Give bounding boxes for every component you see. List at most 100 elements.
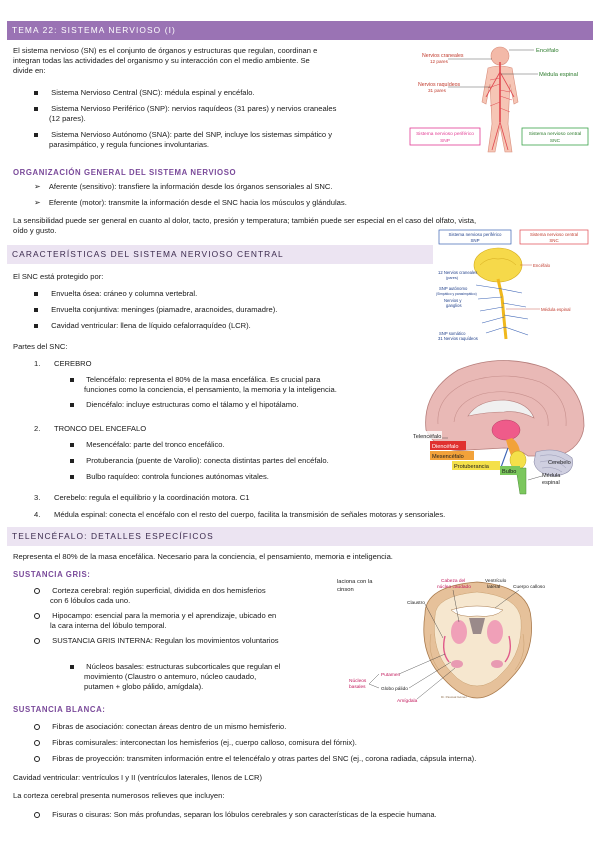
snp-box — [409, 127, 481, 146]
coronal-section-figure: laciona con la cinson Cabeza del núcleo … — [335, 574, 591, 706]
bullet-square-icon — [70, 443, 74, 447]
cerebelo-item: 3.Cerebelo: regula el equilibrio y la co… — [34, 493, 250, 502]
telencefalo-intro: Representa el 80% de la masa encefálica.… — [13, 552, 393, 561]
list-item: Mesencéfalo: parte del tronco encefálico… — [70, 440, 329, 450]
label-craneales-pares: (pares) — [446, 276, 459, 280]
label-bg-protuberancia — [452, 461, 500, 470]
label-amigdala: Amígdala — [397, 698, 418, 704]
list-item: ➢ Aferente (sensitivo): transfiere la in… — [34, 182, 333, 191]
list-item: Protuberancia (puente de Varolio): conec… — [70, 456, 329, 466]
tronco-item: 2.TRONCO DEL ENCEFALO — [34, 424, 147, 433]
section-bar-telencefalo: TELENCÉFALO: DETALLES ESPECÍFICOS — [7, 527, 593, 546]
list-item: Fibras de asociación: conectan áreas den… — [34, 722, 476, 732]
bullet-circle-icon — [34, 740, 40, 747]
label-protuberancia: Protuberancia — [454, 464, 490, 470]
label-nervios-y: Nervios y — [444, 298, 462, 303]
label-nervios-craneales: Nervios craneales — [422, 53, 464, 59]
label-bg-mesencefalo — [430, 451, 474, 460]
label-cerebelo: Cerebelo — [548, 460, 571, 466]
list-item: Sistema Nervioso Autónomo (SNA): parte d… — [34, 130, 336, 150]
label-bg-bulbo — [500, 466, 520, 475]
bullet-square-icon — [34, 308, 38, 313]
bullet-circle-icon — [34, 588, 40, 594]
bullet-square-icon — [70, 665, 74, 669]
intro-line: integran todas las actividades del organ… — [13, 56, 310, 66]
list-item: Diencéfalo: incluye estructuras como el … — [70, 400, 337, 410]
list-item: Corteza cerebral: región superficial, di… — [34, 586, 279, 606]
list-item: SUSTANCIA GRIS INTERNA: Regulan los movi… — [34, 636, 279, 646]
bullet-square-icon — [34, 91, 38, 95]
label-claustro: Claustro — [407, 600, 425, 606]
coronal-brain-illustration — [423, 581, 532, 699]
label-bulbo: Bulbo — [502, 469, 516, 475]
label-medula-espinal: Médula espinal — [541, 307, 571, 312]
sustancia-blanca-title: SUSTANCIA BLANCA: — [13, 705, 106, 714]
label-putamen: Putamen — [381, 672, 401, 678]
bullet-square-icon — [34, 324, 38, 329]
bullet-square-icon — [34, 292, 38, 296]
label-espinal: espinal — [542, 480, 560, 486]
label-snp: Sistema nervioso periférico — [449, 232, 503, 237]
label-encefalo: Encéfalo — [533, 263, 551, 268]
label-partial-line-2: cinson — [337, 587, 354, 593]
label-craneales-pares: 12 pares — [430, 59, 449, 64]
intro-line: divide en: — [13, 66, 46, 76]
list-item: Envuelta ósea: cráneo y columna vertebra… — [34, 289, 277, 299]
label-mesencefalo: Mesencéfalo — [432, 454, 464, 460]
label-nucleos: Núcleos — [349, 678, 367, 684]
organizacion-list: ➢ Aferente (sensitivo): transfiere la in… — [34, 182, 347, 208]
intro-line: El sistema nervioso (SN) es el conjunto … — [13, 46, 318, 55]
list-item: Fibras comisurales: interconectan los he… — [34, 738, 476, 748]
arrow-right-icon: ➢ — [34, 197, 41, 207]
divisions-list: Sistema Nervioso Central (SNC): médula e… — [34, 88, 336, 150]
protecciones-list: Envuelta ósea: cráneo y columna vertebra… — [34, 289, 277, 331]
label-snc-abbr: SNC — [550, 138, 561, 144]
label-snc-abbr: SNC — [549, 238, 558, 243]
nervous-system-body-figure: Encéfalo Nervios craneales 12 pares Médu… — [408, 42, 594, 160]
relieves-intro: La corteza cerebral presenta numerosos r… — [13, 791, 225, 800]
section-title: TELENCÉFALO: DETALLES ESPECÍFICOS — [12, 531, 214, 541]
cerebro-item: 1.CEREBRO — [34, 359, 92, 368]
brain-illustration — [425, 360, 585, 495]
figure-credit: Dr. Pascual Gómez — [441, 695, 467, 699]
label-ganglios: ganglios — [446, 303, 462, 308]
brain-spine-illustration — [473, 247, 529, 340]
sensibilidad-note: La sensibilidad puede ser general en cua… — [13, 216, 477, 236]
fisuras-item: Fisuras o cisuras: Son más profundas, se… — [34, 810, 437, 820]
label-partial-line-1: laciona con la — [337, 579, 373, 585]
bullet-square-icon — [70, 475, 74, 480]
label-cuerpo-calloso: Cuerpo calloso — [513, 584, 545, 590]
label-medula-espinal: Médula espinal — [539, 72, 578, 78]
bullet-square-icon — [34, 107, 38, 112]
label-telencefalo: Telencéfalo — [413, 434, 441, 440]
partes-label: Partes del SNC: — [13, 342, 68, 351]
bullet-circle-icon — [34, 724, 40, 730]
organizacion-title: ORGANIZACIÓN GENERAL DEL SISTEMA NERVIOS… — [13, 168, 237, 177]
cerebro-sublist: Telencéfalo: representa el 80% de la mas… — [70, 375, 337, 410]
label-basales: basales — [349, 684, 366, 690]
label-encefalo: Encéfalo — [536, 48, 559, 54]
label-lateral: lateral — [487, 584, 500, 590]
tronco-sublist: Mesencéfalo: parte del tronco encefálico… — [70, 440, 329, 482]
gris-list: Corteza cerebral: región superficial, di… — [34, 586, 279, 646]
blanca-list: Fibras de asociación: conectan áreas den… — [34, 722, 476, 764]
label-ventriculo: Ventrículo — [485, 578, 507, 584]
nucleos-item: Núcleos basales: estructuras subcortical… — [70, 662, 280, 692]
body-silhouette — [481, 46, 519, 153]
sagittal-brain-figure: Telencéfalo Diencéfalo Mesencéfalo Protu… — [408, 352, 594, 500]
page-title-bar: TEMA 22: SISTEMA NERVIOSO (I) — [7, 21, 593, 40]
sustancia-gris-title: SUSTANCIA GRIS: — [13, 570, 91, 579]
label-snp-autonomo: SNP autónomo — [439, 286, 468, 291]
bullet-square-icon — [34, 133, 38, 138]
label-medula: Médula — [542, 473, 561, 479]
snc-snp-figure: Sistema nervioso periférico SNP Sistema … — [436, 227, 591, 352]
label-cabeza-del: Cabeza del — [441, 578, 465, 584]
section-bar-caracteristicas: CARACTERÍSTICAS DEL SISTEMA NERVIOSO CEN… — [7, 245, 433, 264]
page-title: TEMA 22: SISTEMA NERVIOSO (I) — [12, 25, 176, 35]
label-autonomo-sub: (Simpático y parasimpático) — [436, 292, 477, 296]
medula-item: 4.Médula espinal: conecta el encéfalo co… — [34, 510, 446, 519]
list-item: Envuelta conjuntiva: meninges (piamadre,… — [34, 305, 277, 315]
snc-box — [521, 127, 589, 146]
bullet-square-icon — [70, 403, 74, 408]
bullet-square-icon — [70, 378, 74, 382]
